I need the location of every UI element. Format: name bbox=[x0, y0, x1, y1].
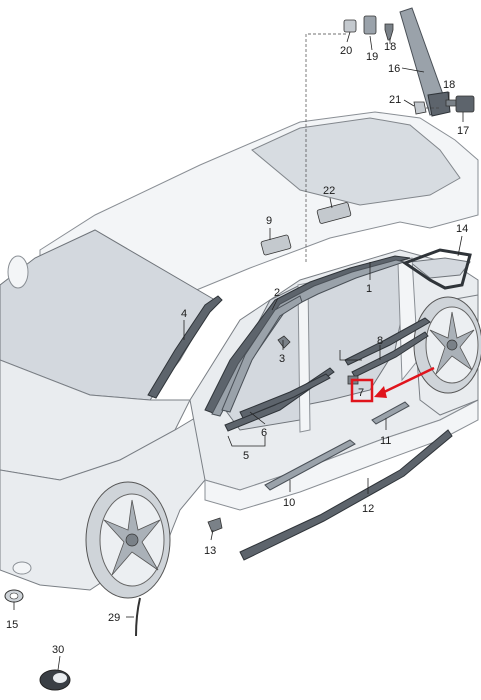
callout-10: 10 bbox=[283, 497, 295, 509]
part-12-sill-panel bbox=[239, 429, 453, 561]
callout-7: 7 bbox=[358, 387, 364, 399]
leader-lines bbox=[13, 31, 464, 671]
callout-20: 20 bbox=[340, 45, 352, 57]
callout-2: 2 bbox=[274, 287, 280, 299]
part-14-quarter-window-trim bbox=[401, 248, 472, 290]
arrowhead bbox=[374, 386, 387, 398]
callout-6: 6 bbox=[261, 427, 267, 439]
highlight-box bbox=[350, 378, 374, 403]
highlight-part-7 bbox=[350, 366, 435, 403]
part-21-nut bbox=[413, 101, 427, 115]
part-18-screw-top bbox=[384, 23, 394, 41]
part-18-screw-right bbox=[445, 99, 457, 107]
callout-9: 9 bbox=[266, 215, 272, 227]
callout-17: 17 bbox=[457, 125, 469, 137]
highlight-arrow bbox=[379, 366, 435, 396]
callout-12: 12 bbox=[362, 503, 374, 515]
part-17-cap bbox=[455, 95, 475, 113]
callout-22: 22 bbox=[323, 185, 335, 197]
callout-8: 8 bbox=[377, 335, 383, 347]
callout-30: 30 bbox=[52, 644, 64, 656]
part-20-clip bbox=[343, 19, 357, 33]
part-29-seal bbox=[135, 597, 141, 637]
part-4-pillar-trim bbox=[147, 295, 223, 399]
callout-3: 3 bbox=[279, 353, 285, 365]
callout-labels: 1 2 3 4 5 6 7 8 9 10 11 12 13 14 15 16 1… bbox=[6, 41, 469, 656]
part-11-rear-lower-trim bbox=[371, 401, 410, 425]
part-30-seal-roll bbox=[39, 669, 71, 691]
part-22-bracket bbox=[316, 202, 352, 224]
callout-21: 21 bbox=[389, 94, 401, 106]
callout-5: 5 bbox=[243, 450, 249, 462]
part-8-rear-belt-moulding bbox=[344, 317, 431, 366]
car-body bbox=[0, 111, 479, 591]
callout-1: 1 bbox=[366, 283, 372, 295]
front-wheel bbox=[85, 481, 171, 599]
part-15-cap bbox=[4, 589, 24, 603]
callout-13: 13 bbox=[204, 545, 216, 557]
rear-wheel bbox=[413, 296, 481, 394]
callout-29: 29 bbox=[108, 612, 120, 624]
callout-15: 15 bbox=[6, 619, 18, 631]
part-10-door-lower-trim bbox=[264, 439, 356, 491]
part-3-clip bbox=[277, 335, 291, 349]
callout-11: 11 bbox=[380, 435, 391, 447]
callout-18-right: 18 bbox=[443, 79, 455, 91]
callout-14: 14 bbox=[456, 223, 468, 235]
callout-18-top: 18 bbox=[384, 41, 396, 53]
part-9-bracket bbox=[260, 234, 292, 256]
part-2-door-frame bbox=[221, 295, 303, 413]
callout-16: 16 bbox=[388, 63, 400, 75]
callout-4: 4 bbox=[181, 308, 187, 320]
part-13-clip bbox=[207, 517, 223, 533]
part-19-clip bbox=[363, 15, 377, 35]
callout-19: 19 bbox=[366, 51, 378, 63]
